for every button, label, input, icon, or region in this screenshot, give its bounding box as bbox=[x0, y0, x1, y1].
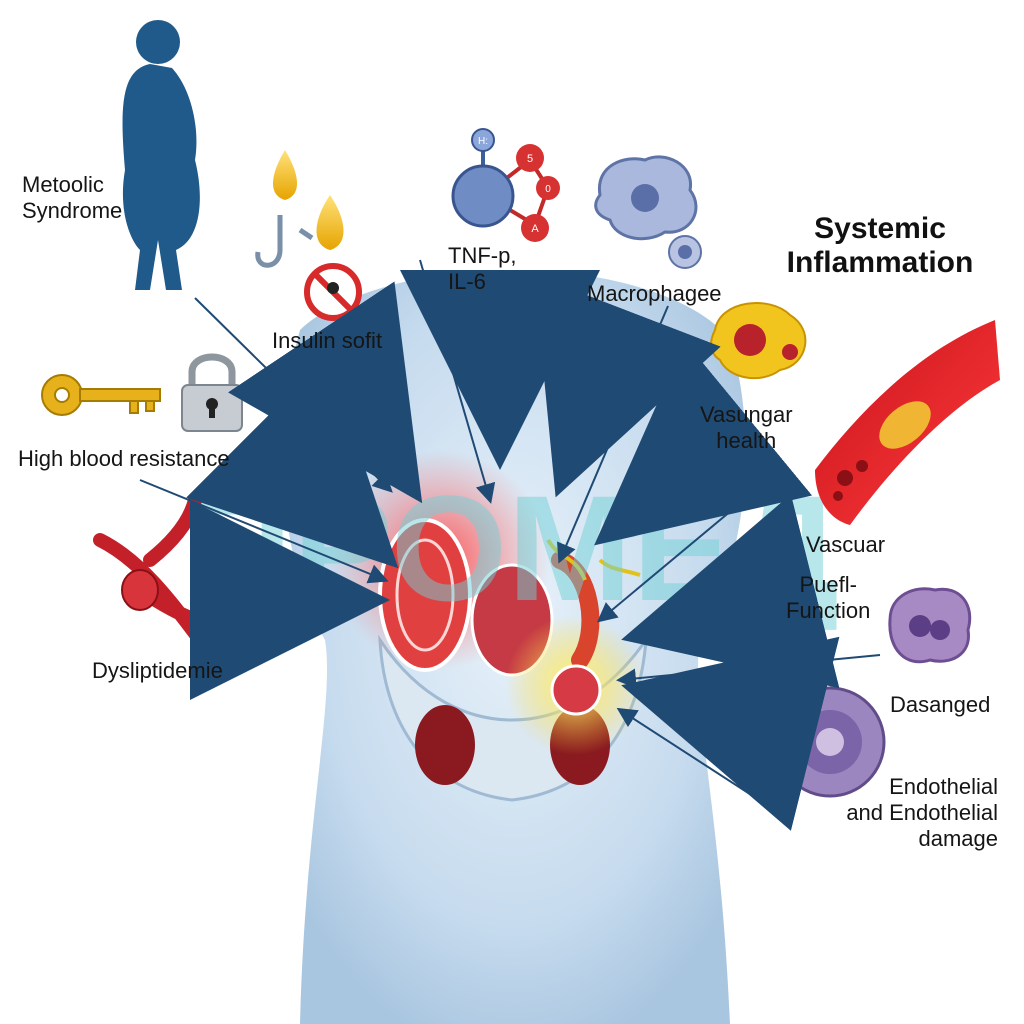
key-icon bbox=[41, 374, 161, 416]
padlock-icon bbox=[181, 353, 243, 432]
fat-cell-icon bbox=[710, 302, 807, 380]
label-insulin: Insulin sofit bbox=[272, 328, 383, 353]
person-silhouette-icon bbox=[122, 20, 200, 290]
label-dyslipidemia: Dysliptidemie bbox=[92, 658, 223, 683]
label-high-blood-resistance: High blood resistance bbox=[18, 446, 230, 471]
drop-icon bbox=[272, 150, 344, 250]
label-metabolic-syndrome: Metoolic Syndrome bbox=[22, 172, 123, 223]
organs bbox=[330, 450, 645, 755]
molecule-icon: H: 5 0 A bbox=[451, 128, 560, 242]
label-macrophage: Macrophagee bbox=[587, 281, 722, 306]
cell-icon bbox=[888, 587, 972, 664]
label-tnf-il6: TNF-p, IL-6 bbox=[448, 243, 517, 294]
label-vasungar-health: Vasungar health bbox=[700, 402, 793, 453]
molecule-label-5: 5 bbox=[527, 153, 533, 165]
leader-lines bbox=[139, 259, 881, 821]
molecule-label-h: H: bbox=[478, 136, 488, 147]
label-endothelial-damage: Endothelial and Endothelial damage bbox=[846, 774, 998, 851]
diagram-title: Systemic Inflammation bbox=[786, 212, 974, 279]
hook-icon bbox=[255, 215, 314, 268]
no-sign-icon bbox=[304, 263, 362, 321]
label-puefl-function: Puefl- Function bbox=[786, 572, 871, 623]
molecule-label-0: 0 bbox=[545, 184, 551, 195]
macrophage-icon bbox=[594, 155, 702, 269]
molecule-label-a: A bbox=[531, 223, 539, 235]
label-vascuar: Vascuar bbox=[806, 532, 886, 557]
label-dasanged: Dasanged bbox=[890, 692, 991, 717]
arrows bbox=[186, 270, 840, 831]
blood-vessel-icon bbox=[815, 320, 1000, 525]
